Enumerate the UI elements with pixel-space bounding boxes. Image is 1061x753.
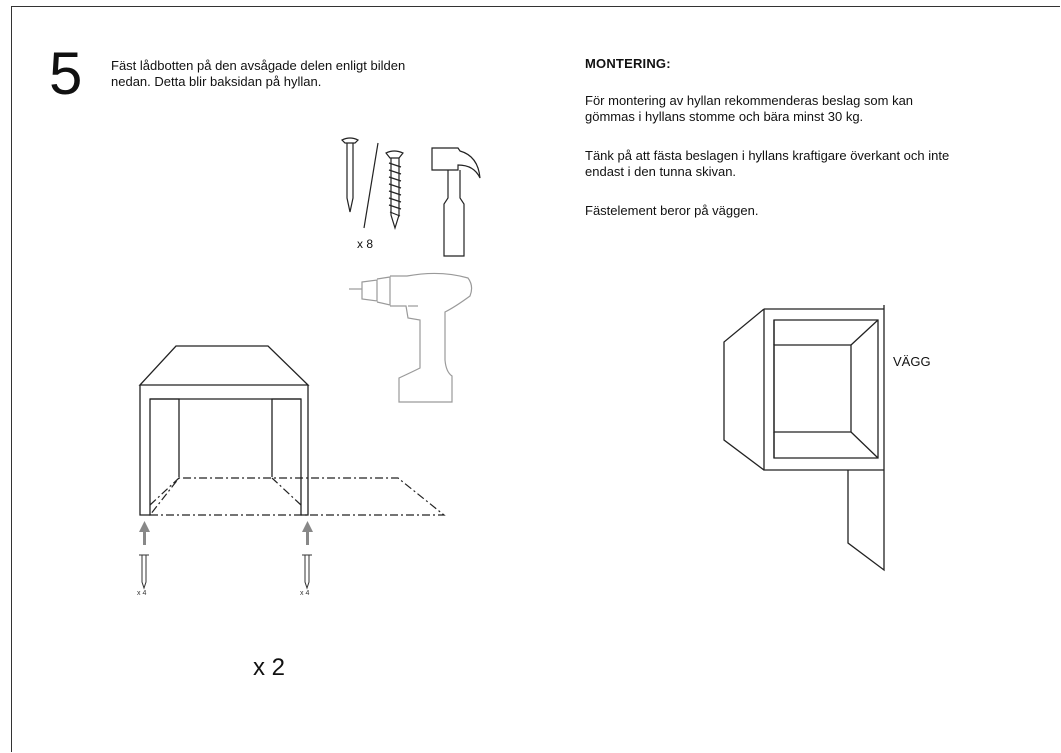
shelf-right-side [272, 385, 308, 515]
wall-panel [848, 305, 884, 570]
mounting-paragraph: Tänk på att fästa beslagen i hyllans kra… [585, 148, 1015, 180]
step-number: 5 [49, 40, 83, 107]
arrow-icon [302, 521, 313, 545]
wall-label: VÄGG [893, 354, 931, 369]
shelf-side-panel [724, 309, 764, 470]
screw-icon [386, 151, 403, 228]
step-instruction-line: Fäst lådbotten på den avsågade delen enl… [111, 58, 406, 73]
page-frame [11, 6, 1060, 752]
mounting-line: För montering av hyllan rekommenderas be… [585, 93, 914, 108]
divider-line [364, 143, 378, 228]
mounting-paragraph: För montering av hyllan rekommenderas be… [585, 93, 1015, 125]
shelf-left-side [140, 385, 179, 515]
shelf-inner-back [774, 345, 851, 432]
drill-icon [349, 273, 472, 402]
hammer-icon [432, 148, 480, 256]
mounting-line: Tänk på att fästa beslagen i hyllans kra… [585, 148, 950, 163]
mounting-title: MONTERING: [585, 56, 671, 71]
nail-count-left: x 4 [137, 590, 147, 597]
nail-count-right: x 4 [300, 590, 310, 597]
nail-icon [302, 555, 312, 588]
mounting-line: gömmas i hyllans stomme och bära minst 3… [585, 109, 864, 124]
mounting-paragraph: Fästelement beror på väggen. [585, 203, 759, 218]
nail-icon [342, 138, 358, 212]
arrow-icon [139, 521, 150, 545]
bottom-panel-outline [150, 478, 444, 515]
fastener-count: x 8 [357, 237, 374, 251]
step-instruction-line: nedan. Detta blir baksidan på hyllan. [111, 74, 322, 89]
step-instruction: Fäst lådbotten på den avsågade delen enl… [111, 58, 491, 90]
shelf-top [140, 346, 308, 385]
nail-icon [139, 555, 149, 588]
quantity-label: x 2 [253, 654, 286, 681]
mounting-line: endast i den tunna skivan. [585, 164, 737, 179]
